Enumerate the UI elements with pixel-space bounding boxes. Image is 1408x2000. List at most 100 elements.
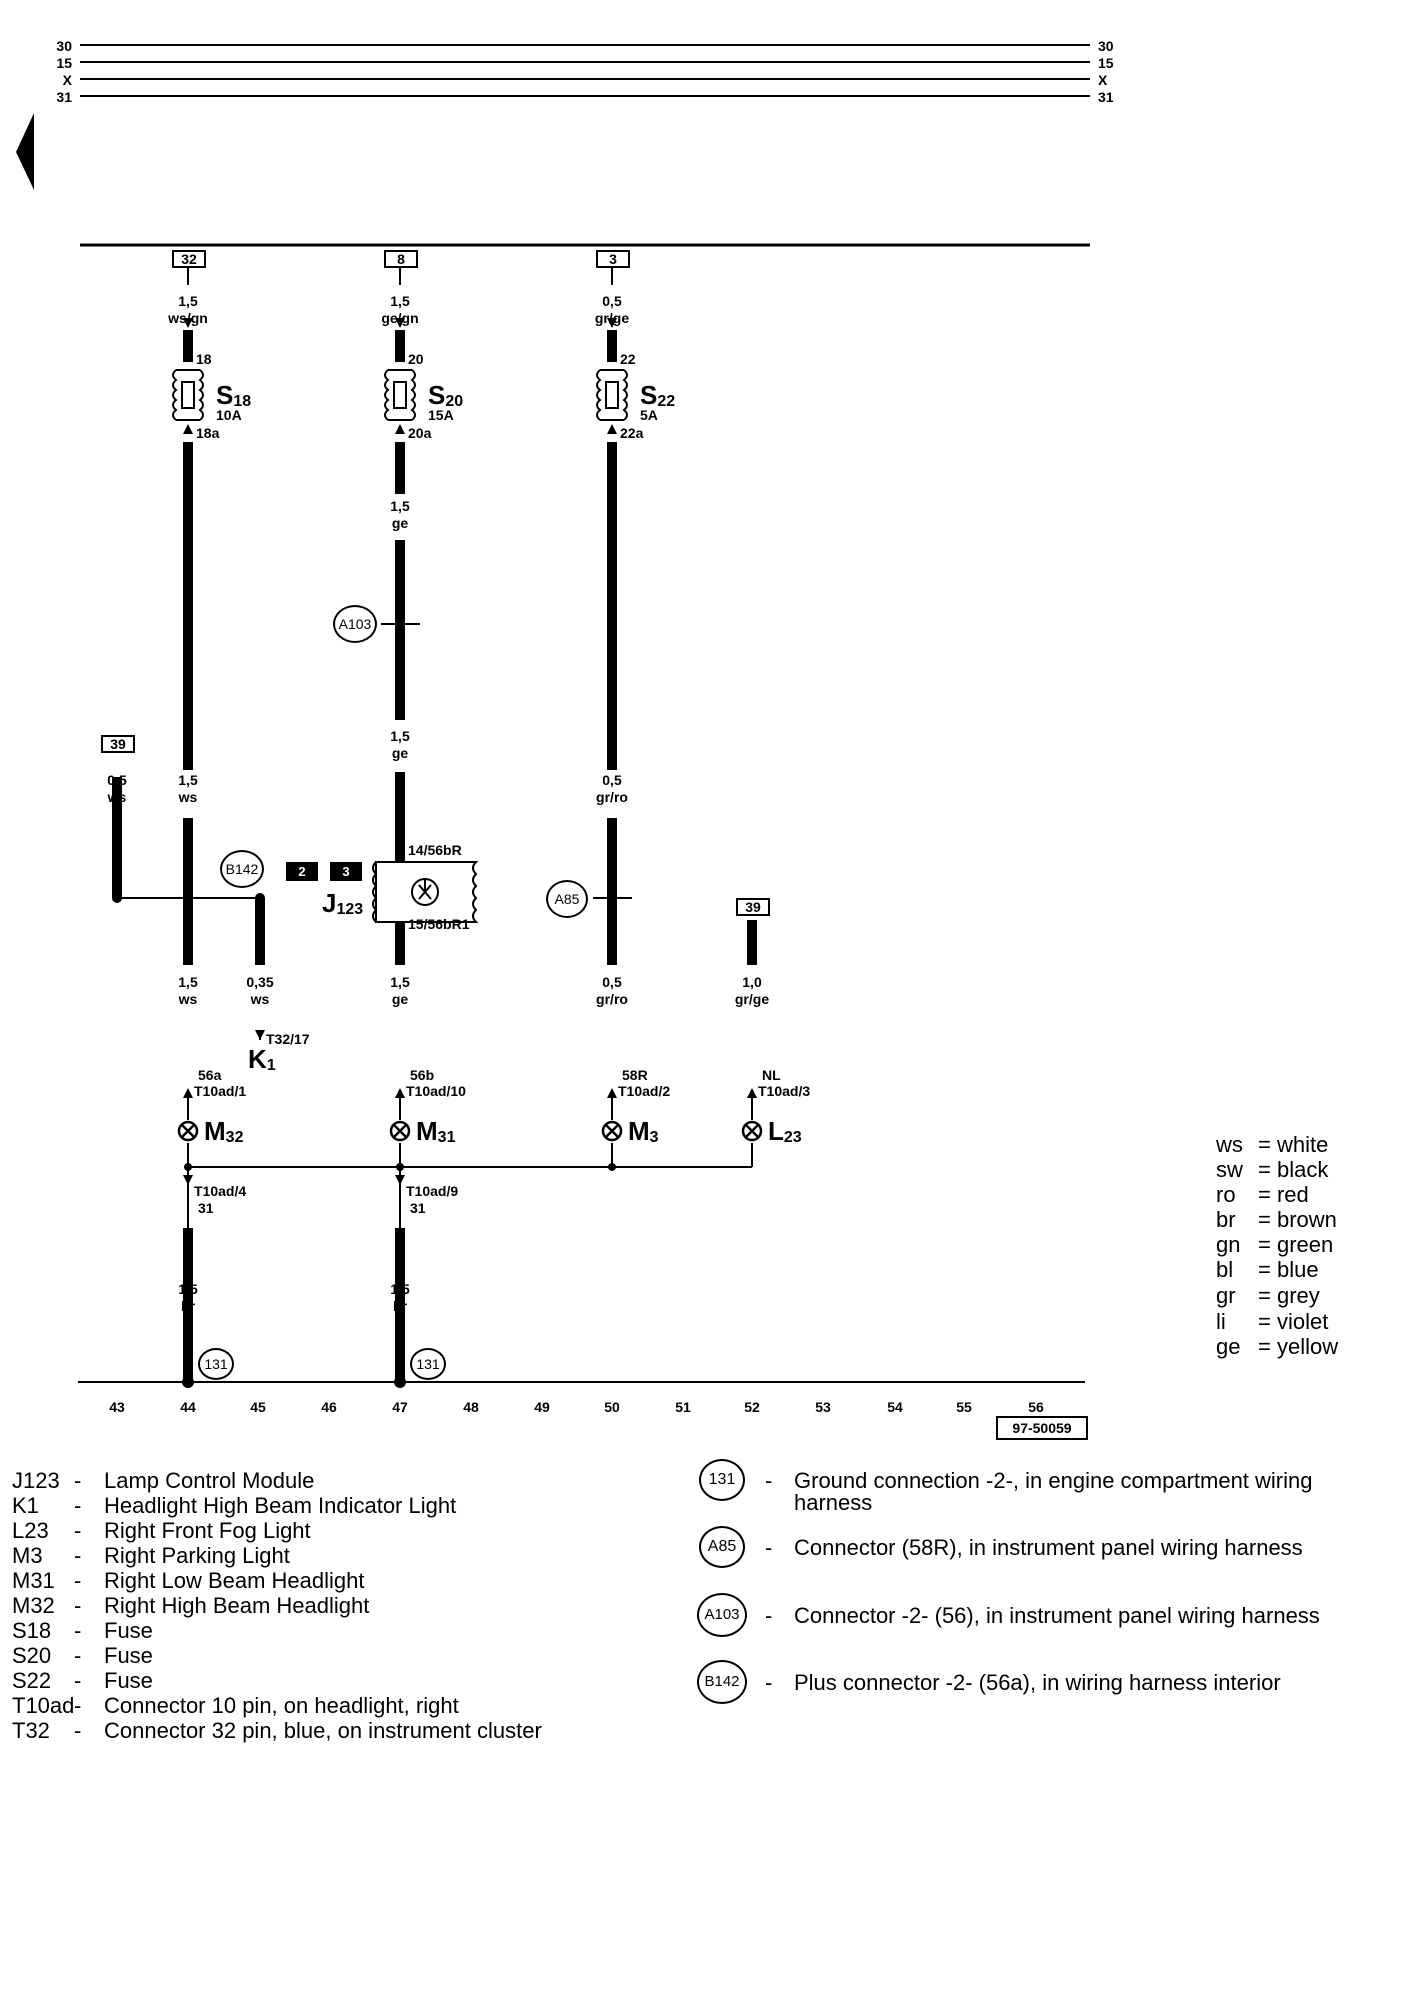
wire-size: 1,5 [178, 1281, 198, 1297]
wire-color: ge [391, 991, 409, 1007]
track-number: 45 [250, 1399, 266, 1415]
legend-code: br [1216, 1207, 1236, 1232]
wire-size: 1,5 [178, 293, 198, 309]
legend-meaning: = violet [1258, 1309, 1329, 1334]
list-dash: - [765, 1670, 773, 1695]
track-number: 56 [1028, 1399, 1044, 1415]
track-number: 53 [815, 1399, 831, 1415]
legend-code: bl [1216, 1257, 1234, 1282]
track-number: 46 [321, 1399, 337, 1415]
wire-size: 0,5 [602, 772, 622, 788]
list-dash: - [74, 1593, 82, 1618]
list-dash: - [74, 1468, 82, 1493]
track-number: 49 [534, 1399, 550, 1415]
wire-color: br [393, 1298, 407, 1314]
wire-color: gr/ge [594, 310, 630, 326]
fuse-rating: 10A [216, 407, 242, 423]
fuse-pin-out: 22a [620, 425, 644, 441]
lamp-connector: T10ad/1 [194, 1083, 247, 1099]
component-desc: Lamp Control Module [104, 1468, 315, 1493]
component-desc: Right Parking Light [104, 1543, 290, 1568]
component-code: M32 [12, 1593, 55, 1618]
wire-color: gr/ro [596, 789, 628, 805]
connector-desc: Ground connection -2-, in engine compart… [794, 1468, 1313, 1493]
j123-block-3: 3 [330, 862, 362, 881]
wire-color: ws [178, 789, 198, 805]
ground-connector: T10ad/4 [194, 1183, 247, 1199]
previous-page-arrow [16, 113, 34, 190]
component-desc: Fuse [104, 1618, 153, 1643]
wire-color: ge/gn [381, 310, 419, 326]
list-dash: - [765, 1468, 773, 1493]
list-dash: - [74, 1618, 82, 1643]
lamp-terminal: 56a [198, 1067, 222, 1083]
component-code: T10ad [12, 1693, 75, 1718]
wire-color: ws [250, 991, 270, 1007]
wire-size: 1,5 [178, 772, 198, 788]
terminal-39-box: 39 [736, 898, 770, 916]
component-code: M31 [12, 1568, 55, 1593]
wire-size: 1,0 [742, 974, 762, 990]
thick-wires [112, 330, 757, 1382]
wire-color: gr/ro [596, 991, 628, 1007]
lamp-terminal: 56b [410, 1067, 435, 1083]
bus-label-x-left: X [62, 72, 72, 88]
fuse-box-terminal: 3 [596, 250, 630, 268]
connector-a85-symbol: A85 [699, 1526, 745, 1568]
component-code: S22 [12, 1668, 52, 1693]
k1-label: K1 [248, 1044, 276, 1074]
track-number: 54 [887, 1399, 903, 1415]
legend-code: gr [1216, 1283, 1236, 1308]
fuse-rating: 5A [640, 407, 658, 423]
component-desc: Fuse [104, 1643, 153, 1668]
j123-label: J123 [322, 888, 364, 918]
list-dash: - [765, 1535, 773, 1560]
j123-block-2: 2 [286, 862, 318, 881]
bus-lines [80, 44, 1090, 97]
wire-size: 1,5 [390, 1281, 410, 1297]
legend-code: li [1216, 1309, 1226, 1334]
legend-code: sw [1216, 1157, 1243, 1182]
ground-131-a: 131 [198, 1348, 234, 1380]
j123-module [372, 861, 479, 923]
ground-131-b: 131 [410, 1348, 446, 1380]
bus-label-30-left: 30 [56, 38, 72, 54]
track-number: 55 [956, 1399, 972, 1415]
component-desc: Fuse [104, 1668, 153, 1693]
connector-desc: Connector -2- (56), in instrument panel … [794, 1603, 1320, 1628]
list-dash: - [765, 1603, 773, 1628]
wire-size: 1,5 [390, 498, 410, 514]
legend-meaning: = red [1258, 1182, 1309, 1207]
wire-size: 1,5 [178, 974, 198, 990]
connector-a103-symbol: A103 [697, 1593, 747, 1637]
component-code: M3 [12, 1543, 43, 1568]
component-code: L23 [12, 1518, 49, 1543]
wire-size: 0,35 [246, 974, 274, 990]
lamp-symbols [177, 1120, 763, 1142]
ground-terminal: 31 [198, 1200, 214, 1216]
track-number: 52 [744, 1399, 760, 1415]
wire-color: ge [391, 745, 409, 761]
component-code: T32 [12, 1718, 50, 1743]
wire-color: br [181, 1298, 195, 1314]
component-desc: Right Low Beam Headlight [104, 1568, 365, 1593]
track-number: 50 [604, 1399, 620, 1415]
wire-size: 1,5 [390, 293, 410, 309]
bus-label-x-right: X [1098, 72, 1108, 88]
diagram-id: 97-50059 [996, 1416, 1088, 1440]
fuse-box-terminal: 8 [384, 250, 418, 268]
lamp-m32-label: M32 [204, 1116, 244, 1146]
terminal-39-box: 39 [101, 735, 135, 753]
list-dash: - [74, 1543, 82, 1568]
legend-meaning: = black [1258, 1157, 1329, 1182]
fuse-pin-out: 18a [196, 425, 220, 441]
component-code: K1 [12, 1493, 39, 1518]
k1-pin: T32/17 [266, 1031, 310, 1047]
list-dash: - [74, 1643, 82, 1668]
track-number: 43 [109, 1399, 125, 1415]
connector-a103: A103 [333, 605, 377, 643]
bus-label-30-right: 30 [1098, 38, 1114, 54]
fuse-s22-label: S22 [640, 380, 676, 410]
component-code: J123 [12, 1468, 60, 1493]
